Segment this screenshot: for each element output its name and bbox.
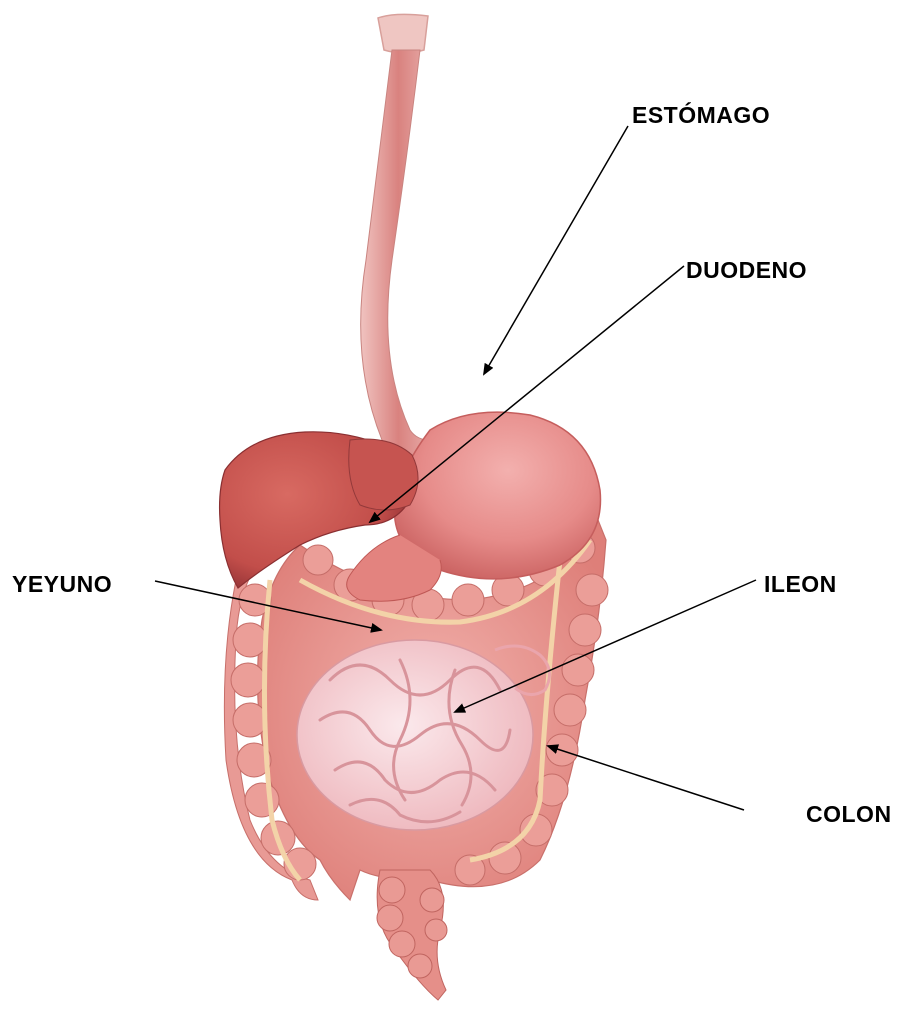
label-colon: COLON <box>806 801 892 828</box>
label-yeyuno: YEYUNO <box>12 571 112 598</box>
leader-colon <box>548 746 744 810</box>
leader-estomago <box>484 126 628 374</box>
label-duodeno: DUODENO <box>686 257 807 284</box>
label-estomago: ESTÓMAGO <box>632 102 770 129</box>
label-ileon: ILEON <box>764 571 837 598</box>
esophagus <box>361 14 436 460</box>
